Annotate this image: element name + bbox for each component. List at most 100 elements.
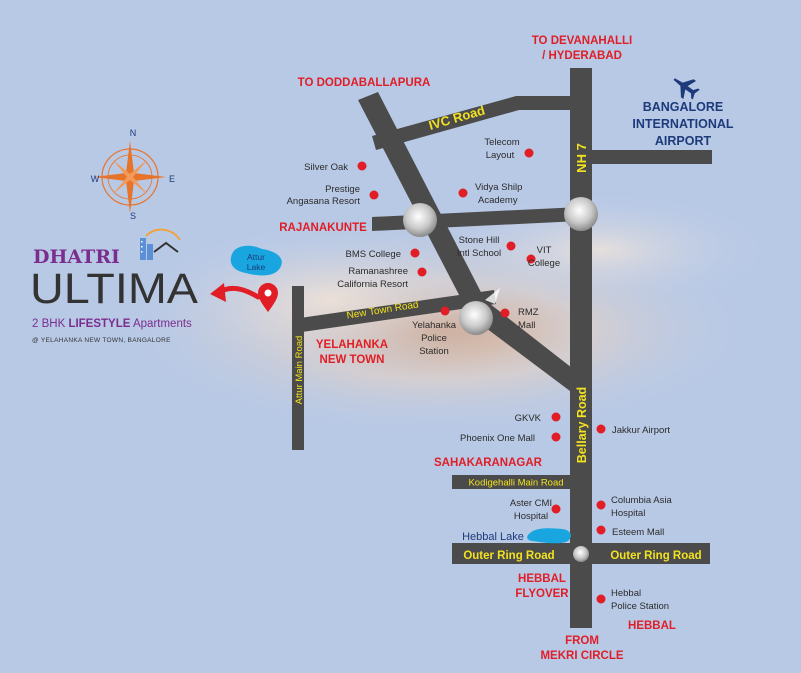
compass-n: N <box>130 128 137 138</box>
poi-dot <box>596 525 606 535</box>
direction-mekri-circle: MEKRI CIRCLE <box>540 650 623 662</box>
poi-rmz-mall: RMZ <box>518 307 539 318</box>
road-doddaballapura <box>358 92 590 400</box>
project-location-pin[interactable] <box>258 283 278 312</box>
poi-dot <box>369 190 379 200</box>
poi-yelahanka-police: Police <box>421 333 447 344</box>
poi-dot <box>551 432 561 442</box>
building-icon <box>140 228 181 260</box>
airplane-icon <box>673 78 700 100</box>
lake-label-hebbal: Hebbal Lake <box>462 531 524 543</box>
arrow-head-icon <box>210 283 226 302</box>
direction-hyderabad: / HYDERABAD <box>542 50 622 62</box>
compass-s: S <box>130 211 136 221</box>
poi-dot <box>596 500 606 510</box>
poi-prestige: Angasana Resort <box>287 196 361 207</box>
poi-ramanashree: California Resort <box>337 279 408 290</box>
road-kodigehalli <box>452 475 580 489</box>
poi-bms-college: BMS College <box>346 249 401 260</box>
road-airport <box>580 150 712 164</box>
poi-stone-hill: Stone Hill <box>459 235 500 246</box>
poi-rmz-mall: Mall <box>518 320 535 331</box>
poi-dot <box>500 308 510 318</box>
junction <box>459 301 493 335</box>
poi-esteem-mall: Esteem Mall <box>612 527 664 538</box>
road-label-attur-main: Attur Main Road <box>294 336 305 405</box>
area-hebbal-flyover: HEBBAL <box>518 573 566 585</box>
poi-aster-cmi: Aster CMI <box>510 498 552 509</box>
road-label-kodigehalli: Kodigehalli Main Road <box>468 478 563 489</box>
poi-dot <box>551 504 561 514</box>
attur-lake <box>230 245 282 276</box>
poi-columbia-asia: Columbia Asia <box>611 495 672 506</box>
poi-yelahanka-police: Station <box>419 346 449 357</box>
poi-vit-college: VIT <box>537 245 552 256</box>
poi-dot <box>440 306 450 316</box>
airport-label: AIRPORT <box>655 134 712 148</box>
airport-label: BANGALORE <box>643 100 724 114</box>
poi-dot <box>551 412 561 422</box>
poi-dot <box>524 148 534 158</box>
poi-dot <box>526 254 536 264</box>
road-arrow <box>485 288 500 304</box>
compass-w: W <box>91 174 100 184</box>
poi-silver-oak: Silver Oak <box>304 162 348 173</box>
direction-mekri: FROM <box>565 635 599 647</box>
poi-markers <box>357 148 606 604</box>
road-ivc <box>372 96 575 150</box>
area-rajanakunte: RAJANAKUNTE <box>279 222 367 234</box>
junction <box>564 197 598 231</box>
compass-rose-icon <box>94 141 166 213</box>
compass-e: E <box>169 174 175 184</box>
poi-dot <box>357 161 367 171</box>
poi-stone-hill: Intl School <box>457 248 501 259</box>
road-label-orr-right: Outer Ring Road <box>610 550 701 562</box>
poi-vit-college: College <box>528 258 560 269</box>
poi-hebbal-police: Hebbal <box>611 588 641 599</box>
poi-hebbal-police: Police Station <box>611 601 669 612</box>
brand-logo: DHATRI ULTIMA 2 BHK LIFESTYLE Apartments… <box>30 228 198 344</box>
poi-telecom-layout: Telecom <box>484 137 519 148</box>
poi-dot <box>458 188 468 198</box>
map-pin-icon <box>258 283 278 312</box>
poi-telecom-layout: Layout <box>486 150 515 161</box>
road-label-orr-left: Outer Ring Road <box>463 550 554 562</box>
poi-dot <box>506 241 516 251</box>
road-label-bellary: Bellary Road <box>575 387 589 463</box>
road-new-town <box>300 290 496 332</box>
brand-name-main: ULTIMA <box>30 265 198 313</box>
airport-label: INTERNATIONAL <box>632 117 734 131</box>
poi-phoenix: Phoenix One Mall <box>460 433 535 444</box>
brand-name-top: DHATRI <box>33 246 120 268</box>
poi-dot <box>417 267 427 277</box>
poi-dot <box>596 594 606 604</box>
poi-jakkur-airport: Jakkur Airport <box>612 425 670 436</box>
poi-labels: Silver Oak Prestige Angasana Resort BMS … <box>287 137 673 612</box>
area-hebbal-flyover: FLYOVER <box>515 588 569 600</box>
lake-label-attur: Lake <box>247 262 266 272</box>
poi-columbia-asia: Hospital <box>611 508 645 519</box>
direction-doddaballapura: TO DODDABALLAPURA <box>298 77 431 89</box>
junction <box>573 546 589 562</box>
poi-dot <box>410 248 420 258</box>
poi-vidya-shilp: Vidya Shilp <box>475 182 522 193</box>
area-hebbal: HEBBAL <box>628 620 676 632</box>
hebbal-lake <box>527 528 571 544</box>
poi-gkvk: GKVK <box>515 413 542 424</box>
poi-aster-cmi: Hospital <box>514 511 548 522</box>
poi-ramanashree: Ramanashree <box>348 266 408 277</box>
poi-prestige: Prestige <box>325 184 360 195</box>
area-yelahanka: YELAHANKA <box>316 339 388 351</box>
brand-location: @ YELAHANKA NEW TOWN, BANGALORE <box>32 337 171 344</box>
road-label-nh7: NH 7 <box>574 143 589 173</box>
area-sahakaranagar: SAHAKARANAGAR <box>434 457 543 469</box>
road-attur-main <box>292 286 304 450</box>
lake-label-attur: Attur <box>247 252 265 262</box>
poi-yelahanka-police: Yelahanka <box>412 320 457 331</box>
brand-tagline: 2 BHK LIFESTYLE Apartments <box>32 318 192 330</box>
poi-dot <box>596 424 606 434</box>
poi-vidya-shilp: Academy <box>478 195 518 206</box>
junction <box>403 203 437 237</box>
area-new-town: NEW TOWN <box>320 354 385 366</box>
